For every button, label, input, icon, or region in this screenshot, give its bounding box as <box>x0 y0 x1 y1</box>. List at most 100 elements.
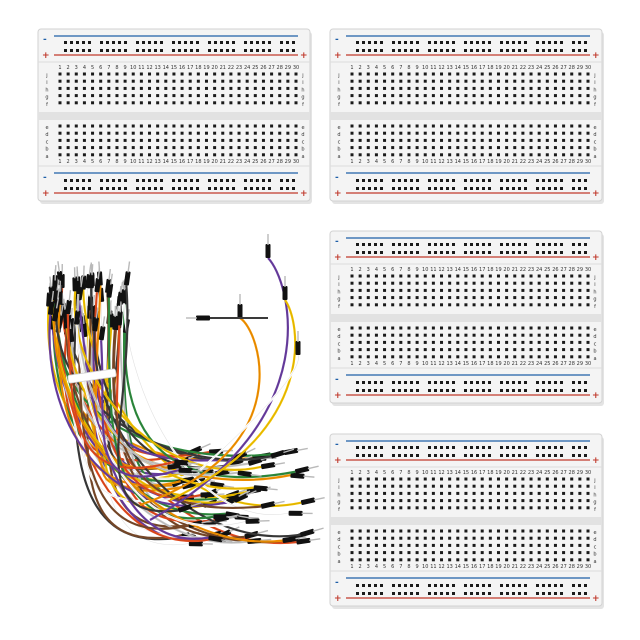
terminal-hole <box>545 326 549 330</box>
terminal-hole <box>350 94 354 98</box>
terminal-hole <box>74 153 78 157</box>
column-number: 19 <box>203 65 209 71</box>
rail-hole <box>554 251 557 254</box>
rail-hole <box>536 41 539 44</box>
rail-hole <box>196 49 199 52</box>
column-number: 10 <box>130 159 136 165</box>
terminal-hole <box>521 146 525 150</box>
terminal-hole <box>278 86 282 90</box>
terminal-hole <box>415 543 419 547</box>
terminal-hole <box>440 506 444 510</box>
rail-hole <box>512 251 515 254</box>
terminal-hole <box>562 491 566 495</box>
terminal-hole <box>448 72 452 76</box>
rail-hole <box>572 389 575 392</box>
rail-hole <box>434 243 437 246</box>
terminal-hole <box>148 72 152 76</box>
terminal-hole <box>545 340 549 344</box>
terminal-hole <box>537 340 541 344</box>
terminal-hole <box>253 153 257 157</box>
terminal-hole <box>472 477 476 481</box>
rail-hole <box>416 592 419 595</box>
terminal-hole <box>350 506 354 510</box>
terminal-hole <box>456 303 460 307</box>
terminal-hole <box>374 506 378 510</box>
terminal-hole <box>496 529 500 533</box>
terminal-hole <box>440 355 444 359</box>
rail-hole <box>250 179 253 182</box>
column-number: 26 <box>552 65 558 71</box>
terminal-hole <box>448 296 452 300</box>
column-number: 11 <box>430 267 436 273</box>
rail-hole <box>506 381 509 384</box>
rail-hole <box>404 389 407 392</box>
rail-hole <box>524 187 527 190</box>
terminal-hole <box>570 274 574 278</box>
column-number: 29 <box>577 65 583 71</box>
terminal-hole <box>91 153 95 157</box>
terminal-hole <box>570 499 574 503</box>
rail-hole <box>398 49 401 52</box>
terminal-hole <box>366 124 370 128</box>
terminal-hole <box>261 138 265 142</box>
column-number: 30 <box>293 65 299 71</box>
terminal-hole <box>213 146 217 150</box>
terminal-hole <box>415 79 419 83</box>
rail-hole <box>268 41 271 44</box>
terminal-hole <box>278 94 282 98</box>
column-number: 8 <box>407 159 410 165</box>
column-number: 29 <box>577 159 583 165</box>
terminal-hole <box>237 153 241 157</box>
rail-hole <box>464 381 467 384</box>
terminal-hole <box>586 281 590 285</box>
terminal-hole <box>366 477 370 481</box>
terminal-hole <box>82 79 86 83</box>
terminal-hole <box>513 146 517 150</box>
column-number: 3 <box>367 267 370 273</box>
terminal-hole <box>366 348 370 352</box>
terminal-hole <box>578 79 582 83</box>
jumper-wire <box>82 289 302 507</box>
column-number: 15 <box>463 361 469 367</box>
terminal-hole <box>99 86 103 90</box>
terminal-hole <box>472 138 476 142</box>
column-number: 7 <box>107 65 110 71</box>
terminal-hole <box>586 288 590 292</box>
terminal-hole <box>99 72 103 76</box>
terminal-hole <box>562 296 566 300</box>
rail-hole <box>172 179 175 182</box>
jumper-wire <box>66 313 175 469</box>
terminal-hole <box>188 79 192 83</box>
column-number: 20 <box>211 65 217 71</box>
terminal-hole <box>521 303 525 307</box>
rail-hole <box>512 179 515 182</box>
terminal-hole <box>407 348 411 352</box>
jumper-wire <box>169 299 297 501</box>
column-number: 15 <box>171 159 177 165</box>
column-number: 9 <box>416 267 419 273</box>
column-number: 28 <box>277 65 283 71</box>
terminal-hole <box>99 131 103 135</box>
terminal-hole <box>440 491 444 495</box>
terminal-hole <box>245 101 249 105</box>
terminal-hole <box>496 124 500 128</box>
terminal-hole <box>383 274 387 278</box>
rail-hole <box>584 187 587 190</box>
rail-hole <box>404 187 407 190</box>
rail-hole <box>142 179 145 182</box>
terminal-hole <box>537 506 541 510</box>
row-letter: b <box>45 147 48 153</box>
row-letter: c <box>338 139 341 145</box>
terminal-hole <box>415 491 419 495</box>
terminal-hole <box>529 333 533 337</box>
terminal-hole <box>496 94 500 98</box>
terminal-hole <box>456 72 460 76</box>
column-number: 24 <box>536 564 542 570</box>
terminal-hole <box>513 543 517 547</box>
rail-hole <box>482 251 485 254</box>
terminal-hole <box>366 101 370 105</box>
terminal-hole <box>91 101 95 105</box>
terminal-hole <box>407 153 411 157</box>
column-number: 6 <box>391 470 394 476</box>
column-number: 25 <box>544 159 550 165</box>
